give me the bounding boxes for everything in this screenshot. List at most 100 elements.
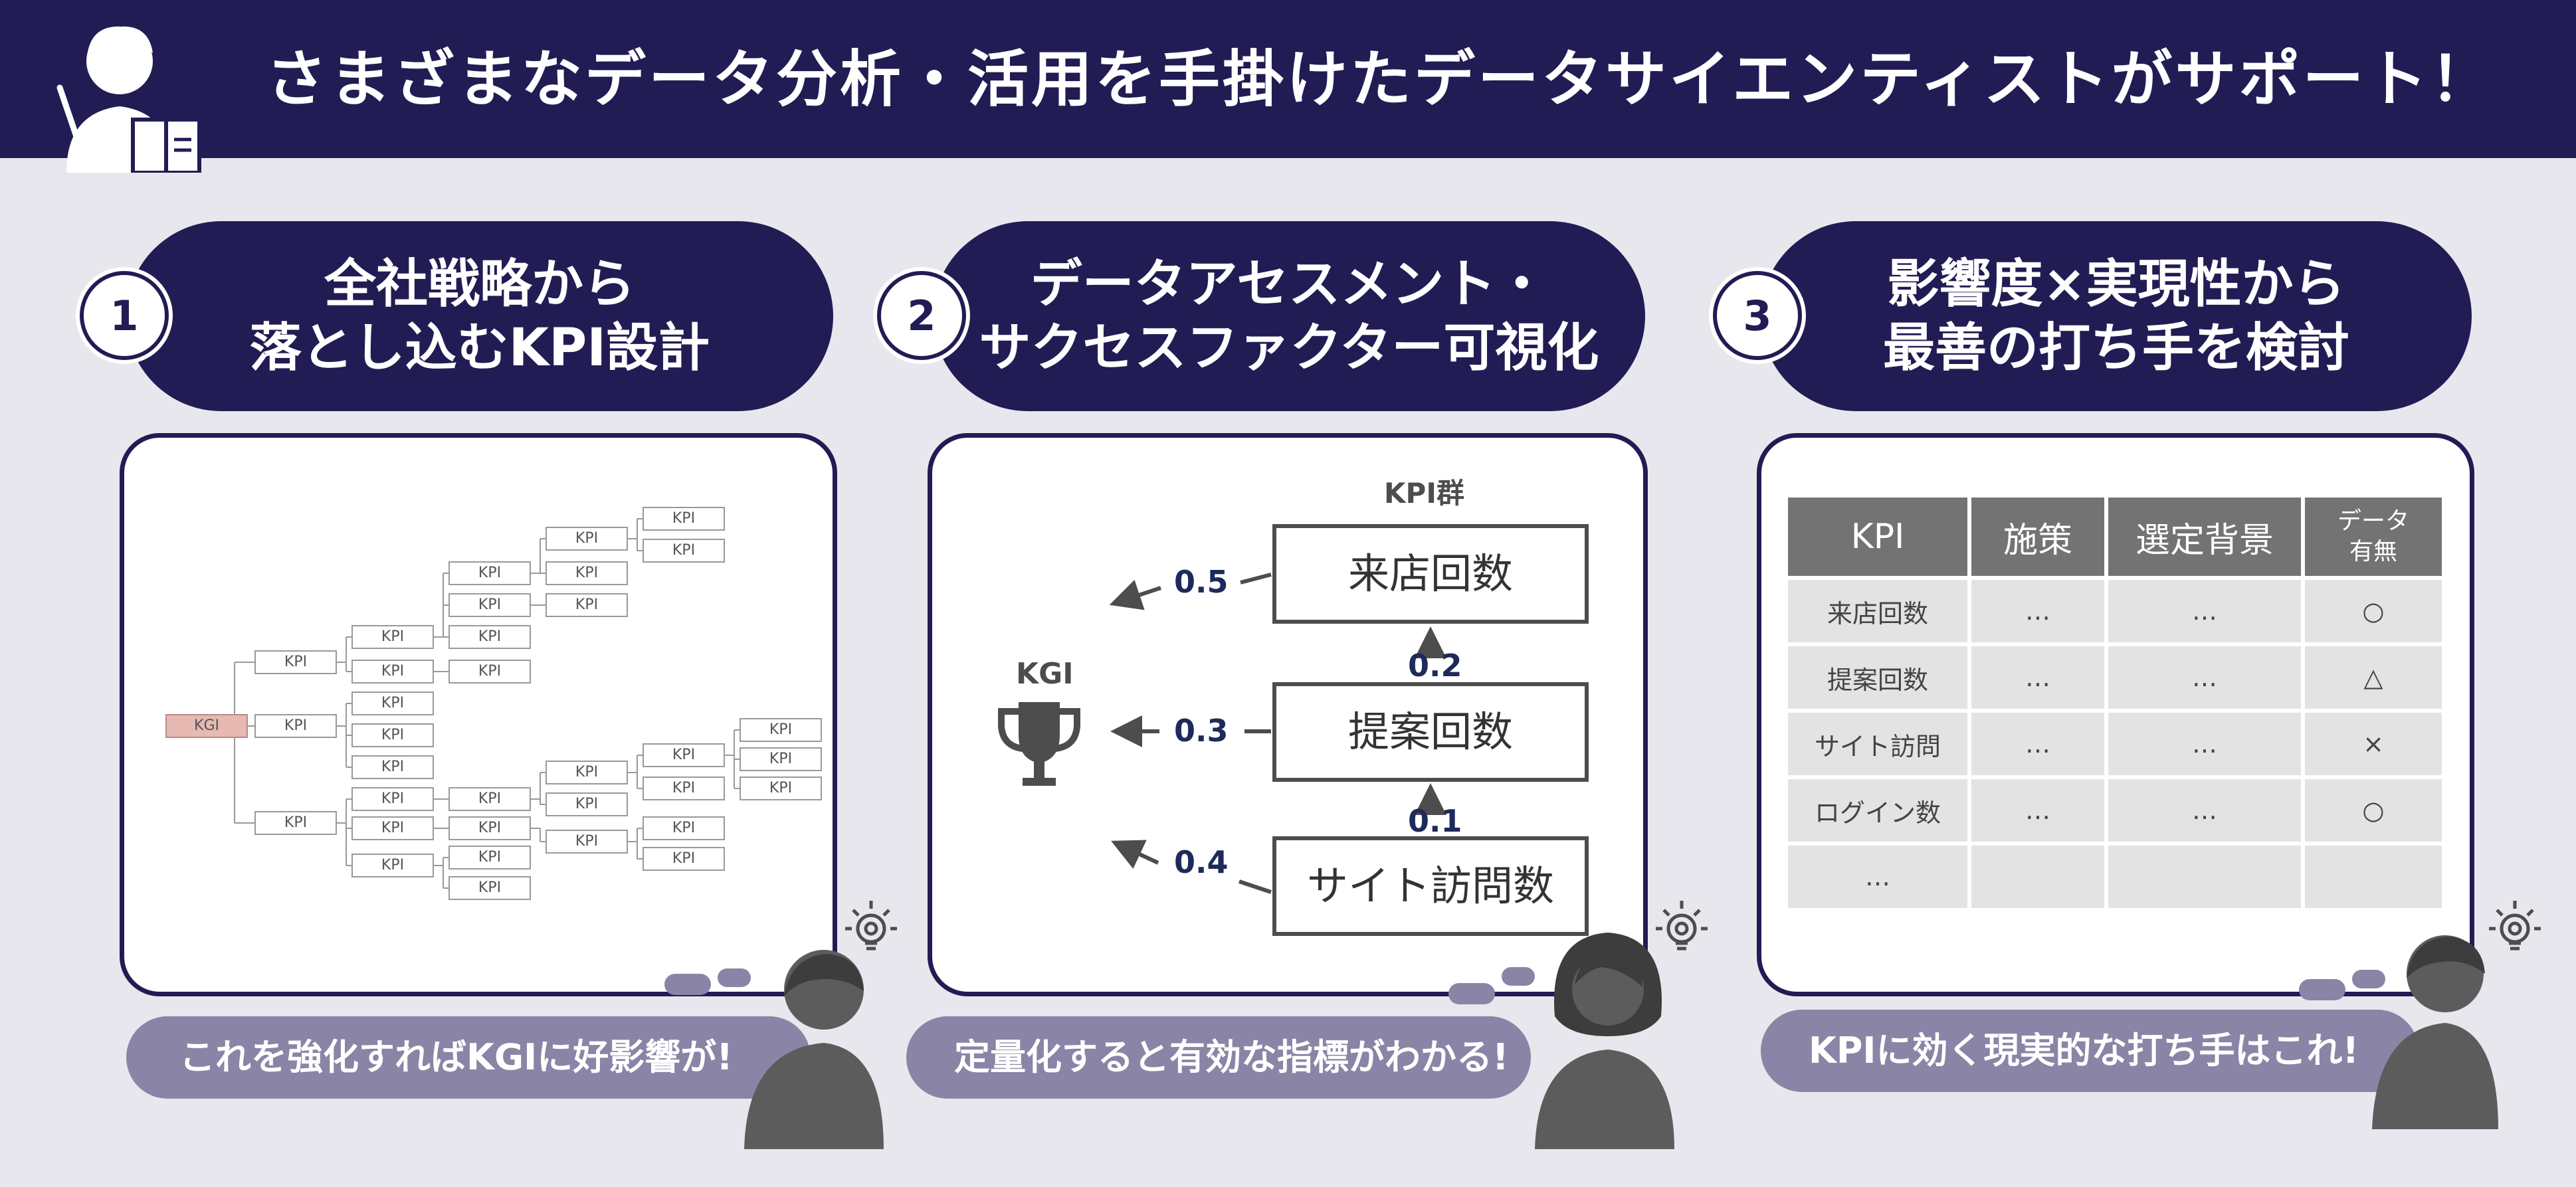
kpi-node: KPI — [254, 811, 337, 835]
step-1-panel: KGI KPI KPI KPI KPI KPI KPI KPI KPI KPI … — [120, 433, 837, 996]
person-icon — [2299, 930, 2525, 1132]
kpi-node: KPI — [545, 527, 628, 551]
kpi-node: KPI — [643, 816, 725, 840]
kpi-box: 来店回数 — [1272, 524, 1589, 624]
lightbulb-icon — [1656, 901, 1708, 951]
page-title: さまざまなデータ分析・活用を手掛けたデータサイエンティストがサポート！ — [266, 44, 2494, 115]
kpi-node: KPI — [351, 691, 434, 715]
step-1-title-line1: 全社戦略から — [324, 254, 635, 314]
column-header: 選定背景 — [2108, 498, 2301, 576]
person-icon — [664, 950, 890, 1152]
table-header-row: KPI 施策 選定背景 データ有無 — [1788, 498, 2442, 576]
step-2-caption: 定量化すると有効な指標がわかる! — [906, 1016, 1531, 1099]
weight-label: 0.4 — [1174, 844, 1229, 880]
column-header: KPI — [1788, 498, 1967, 576]
kpi-node: KPI — [448, 846, 531, 869]
table-cell: ○ — [2305, 779, 2442, 842]
kpi-node: KPI — [643, 776, 725, 800]
step-2-title-line2: サクセスファクター可視化 — [979, 318, 1599, 378]
table-cell: サイト訪問 — [1788, 713, 1967, 775]
step-1-caption: これを強化すればKGIに好影響が! — [126, 1016, 811, 1099]
table-cell — [2108, 846, 2301, 908]
table-row: ログイン数 … … ○ — [1788, 779, 2442, 842]
weight-label: 0.3 — [1174, 713, 1229, 749]
step-2-title-line1: データアセスメント・ — [1030, 254, 1548, 314]
weight-label: 0.1 — [1408, 803, 1462, 839]
kpi-tree-connectors — [199, 518, 740, 889]
table-cell: 来店回数 — [1788, 580, 1967, 642]
kpi-node: KPI — [448, 787, 531, 811]
table-row: … — [1788, 846, 2442, 908]
kpi-node: KPI — [448, 561, 531, 585]
table-cell: … — [2108, 580, 2301, 642]
kpi-node: KPI — [351, 755, 434, 779]
table-cell — [1971, 846, 2104, 908]
kpi-node: KPI — [351, 816, 434, 840]
step-1-header: 全社戦略から 落とし込むKPI設計 — [126, 221, 833, 411]
kpi-node: KPI — [740, 776, 822, 800]
table-cell: … — [1971, 646, 2104, 709]
table-cell: … — [1971, 713, 2104, 775]
table-cell: … — [1971, 779, 2104, 842]
weight-label: 0.5 — [1174, 564, 1229, 600]
kpi-node: KPI — [254, 650, 337, 674]
kpi-box: 提案回数 — [1272, 682, 1589, 782]
column-header: 施策 — [1971, 498, 2104, 576]
kpi-node: KPI — [643, 539, 725, 563]
kpi-node: KPI — [351, 723, 434, 747]
step-3-number: 3 — [1713, 271, 1802, 360]
kpi-node: KPI — [448, 593, 531, 617]
column-header-data: データ有無 — [2305, 498, 2442, 576]
kpi-node: KPI — [643, 847, 725, 871]
table-cell: × — [2305, 713, 2442, 775]
kpi-group-label: KPI群 — [1384, 477, 1464, 509]
kpi-node: KPI — [545, 761, 628, 784]
step-3-header: 影響度×実現性から 最善の打ち手を検討 — [1761, 221, 2472, 411]
table-cell: … — [2108, 646, 2301, 709]
kpi-node: KPI — [740, 747, 822, 771]
kpi-node: KPI — [448, 625, 531, 649]
step-3-title-line1: 影響度×実現性から — [1887, 254, 2345, 314]
kpi-box: サイト訪問数 — [1272, 836, 1589, 936]
presenter-icon — [56, 26, 201, 173]
kpi-table: KPI 施策 選定背景 データ有無 来店回数 … … ○ 提案回数 … … △ … — [1784, 494, 2446, 912]
header-banner: さまざまなデータ分析・活用を手掛けたデータサイエンティストがサポート！ — [0, 0, 2576, 173]
step-1-title-line2: 落とし込むKPI設計 — [249, 318, 710, 378]
table-cell — [2305, 846, 2442, 908]
table-row: 提案回数 … … △ — [1788, 646, 2442, 709]
table-cell: … — [2108, 779, 2301, 842]
kpi-node: KPI — [545, 792, 628, 816]
table-cell: … — [1788, 846, 1967, 908]
kpi-node: KPI — [448, 660, 531, 684]
weight-label: 0.2 — [1408, 648, 1462, 684]
step-2-panel: KPI群 来店回数 提案回数 サイト訪問数 KGI 0.5 0.3 0.4 0.… — [928, 433, 1648, 996]
kpi-node: KPI — [448, 816, 531, 840]
person-icon — [1448, 923, 1674, 1152]
table-cell: △ — [2305, 646, 2442, 709]
step-1-number: 1 — [80, 271, 169, 360]
kpi-node: KPI — [643, 743, 725, 767]
step-3-panel: KPI 施策 選定背景 データ有無 来店回数 … … ○ 提案回数 … … △ … — [1757, 433, 2474, 996]
kpi-node: KPI — [351, 660, 434, 684]
lightbulb-icon — [845, 901, 897, 951]
kgi-node: KGI — [165, 714, 248, 738]
weight-arrows — [1109, 573, 1446, 894]
kpi-node: KPI — [643, 507, 725, 531]
kpi-node: KPI — [254, 714, 337, 738]
step-2-number: 2 — [877, 271, 966, 360]
kpi-node: KPI — [448, 876, 531, 900]
table-cell: … — [1971, 580, 2104, 642]
kpi-node: KPI — [545, 830, 628, 854]
kpi-node: KPI — [740, 718, 822, 742]
kgi-label: KGI — [1016, 657, 1074, 691]
kpi-node: KPI — [545, 593, 628, 617]
trophy-icon — [998, 702, 1080, 786]
table-row: 来店回数 … … ○ — [1788, 580, 2442, 642]
table-row: サイト訪問 … … × — [1788, 713, 2442, 775]
step-2-header: データアセスメント・ サクセスファクター可視化 — [933, 221, 1645, 411]
lightbulb-icon — [2489, 901, 2541, 951]
table-cell: ○ — [2305, 580, 2442, 642]
step-3-title-line2: 最善の打ち手を検討 — [1882, 318, 2349, 378]
kpi-node: KPI — [351, 854, 434, 877]
step-3-caption: KPIに効く現実的な打ち手はこれ! — [1761, 1010, 2419, 1092]
